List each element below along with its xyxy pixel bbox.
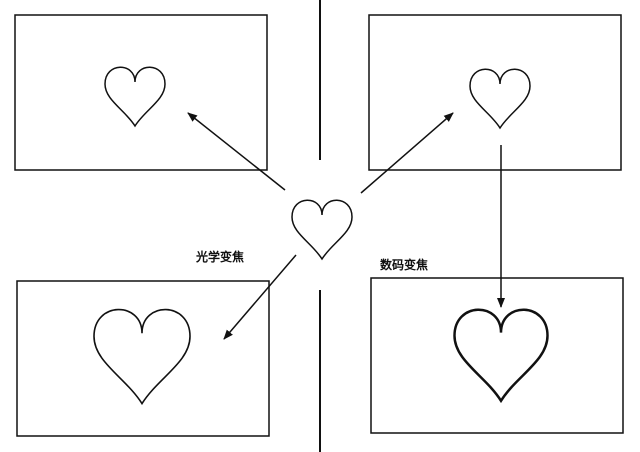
bottom-right-frame [370, 277, 624, 434]
arrow-to-top-left [187, 112, 286, 191]
digital-zoom-label: 数码变焦 [380, 258, 429, 272]
bottom-left-frame [16, 280, 270, 437]
bottom-left-heart-icon [93, 308, 191, 406]
bottom-right-heart-icon [453, 308, 549, 404]
top-right-frame [368, 14, 622, 171]
optical-zoom-label: 光学变焦 [196, 250, 245, 264]
center-heart-icon [291, 199, 353, 261]
arrow-to-bottom-left [223, 254, 297, 340]
top-left-heart-icon [104, 66, 166, 128]
top-right-heart-icon [469, 68, 531, 130]
top-left-frame [14, 14, 268, 171]
arrow-to-top-right [360, 112, 454, 194]
